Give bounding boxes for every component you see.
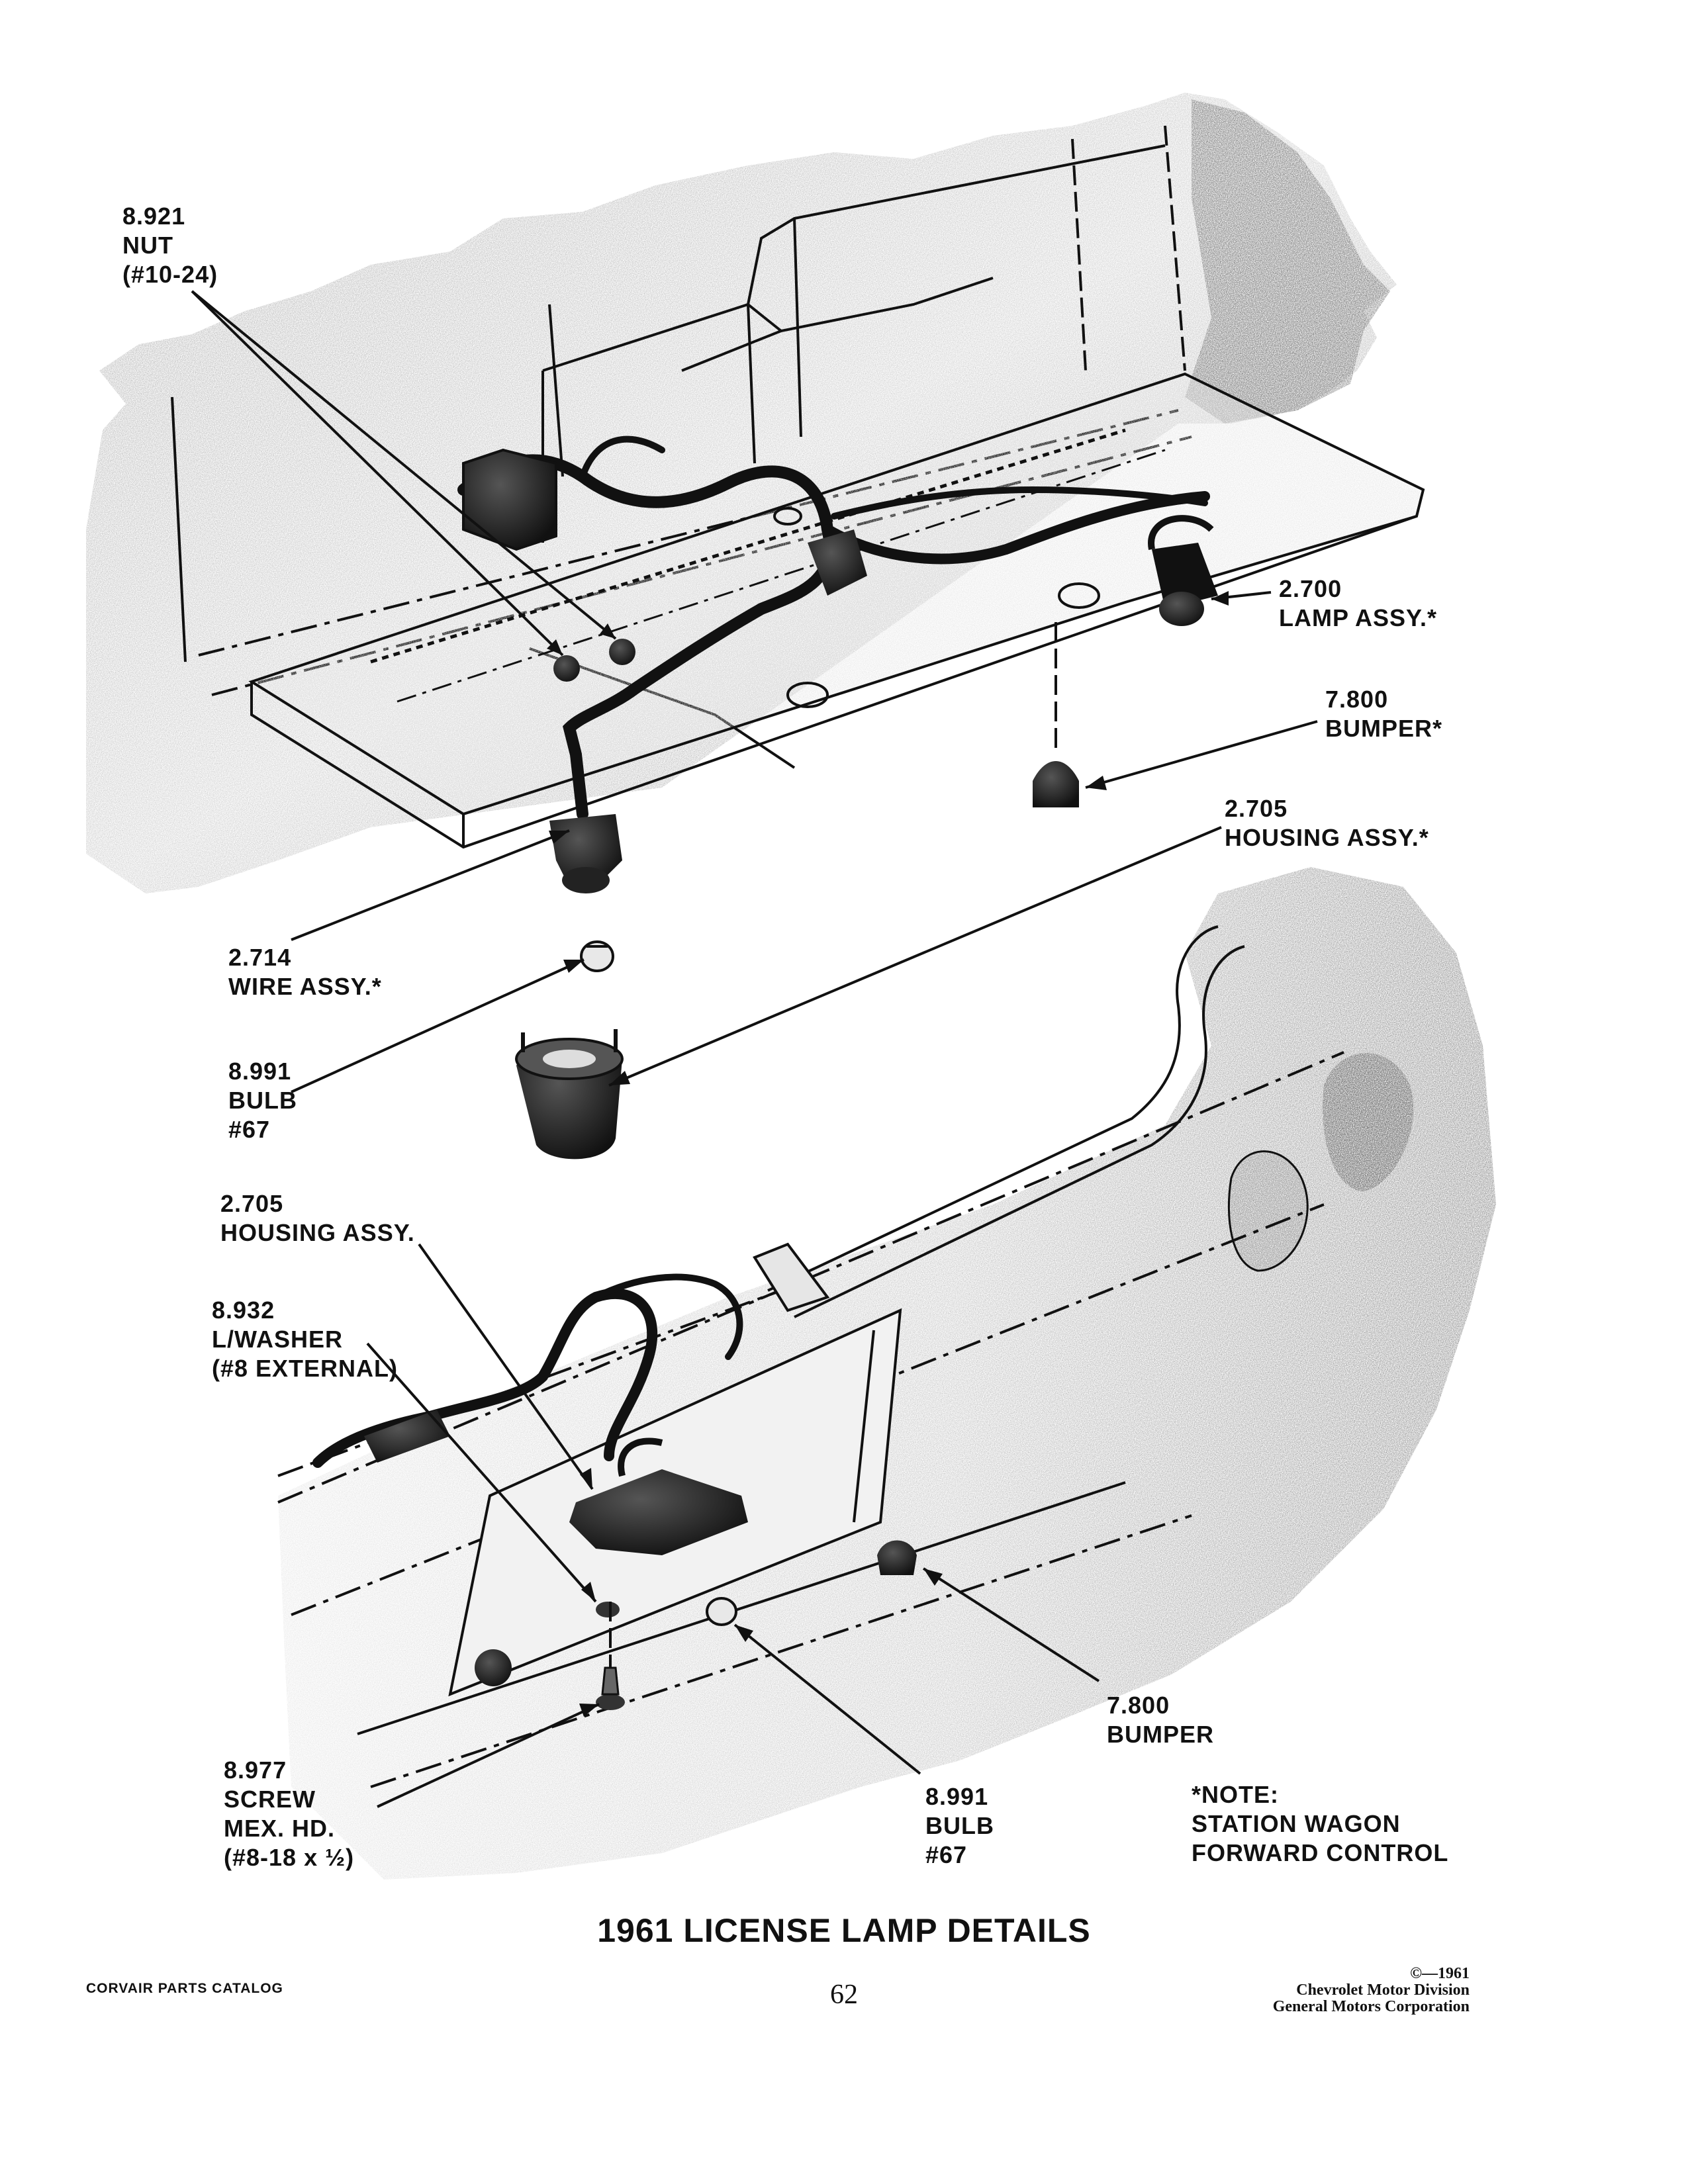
callout-wire-assy-name: WIRE ASSY.* <box>228 973 382 1000</box>
leader-lines <box>191 290 1318 1808</box>
bulb-lower-part <box>706 1597 737 1626</box>
callout-lamp-assy: 2.700 LAMP ASSY.* <box>1279 574 1437 633</box>
callout-nut: 8.921 NUT (#10-24) <box>122 202 218 289</box>
callout-housing-assy-lower: 2.705 HOUSING ASSY. <box>220 1189 415 1248</box>
callout-lock-washer: 8.932 L/WASHER (#8 EXTERNAL) <box>212 1296 398 1383</box>
callout-bumper-upper: 7.800 BUMPER* <box>1325 685 1442 743</box>
wire-assy-part <box>549 814 622 893</box>
callout-bumper-lower-part-no: 7.800 <box>1107 1692 1170 1719</box>
lower-bumper-part <box>877 1540 917 1575</box>
copyright-corporation: General Motors Corporation <box>1272 1998 1470 2015</box>
callout-bumper-upper-part-no: 7.800 <box>1325 686 1389 713</box>
callout-bulb-lower-spec: #67 <box>925 1841 968 1868</box>
callout-lock-washer-part-no: 8.932 <box>212 1297 275 1324</box>
callout-lock-washer-name: L/WASHER <box>212 1326 344 1353</box>
nut-pair <box>553 639 635 682</box>
housing-assy-upper-part <box>515 1029 624 1160</box>
note-block: *NOTE: STATION WAGON FORWARD CONTROL <box>1192 1780 1448 1868</box>
callout-bulb-lower-part-no: 8.991 <box>925 1783 989 1810</box>
lamp-assy-part <box>1148 515 1218 626</box>
callout-nut-name: NUT <box>122 232 173 259</box>
callout-lamp-assy-name: LAMP ASSY.* <box>1279 604 1438 631</box>
housing-assy-lower-part <box>569 1437 748 1555</box>
upper-shelf-holes <box>773 507 1100 708</box>
callout-wire-assy-part-no: 2.714 <box>228 944 292 971</box>
footer-catalog-name: CORVAIR PARTS CATALOG <box>86 1981 283 1996</box>
arrowheads <box>547 591 1229 1717</box>
note-line-2: FORWARD CONTROL <box>1192 1839 1449 1866</box>
upper-connector-clip <box>462 448 867 596</box>
footer-copyright: ©—1961 Chevrolet Motor Division General … <box>1273 1966 1470 2015</box>
callout-housing-assy-lower-name: HOUSING ASSY. <box>220 1219 415 1246</box>
callout-lamp-assy-part-no: 2.700 <box>1279 575 1342 602</box>
screw-part <box>596 1602 625 1710</box>
callout-wire-assy: 2.714 WIRE ASSY.* <box>228 943 382 1001</box>
callout-screw-part-no: 8.977 <box>224 1756 287 1784</box>
callout-housing-assy-upper-name: HOUSING ASSY.* <box>1225 824 1429 851</box>
callout-nut-part-no: 8.921 <box>122 203 186 230</box>
callout-bulb-upper: 8.991 BULB #67 <box>228 1057 297 1144</box>
callout-bulb-lower: 8.991 BULB #67 <box>925 1782 994 1870</box>
note-line-1: STATION WAGON <box>1192 1810 1401 1837</box>
copyright-year: ©—1961 <box>1410 1965 1470 1982</box>
callout-lock-washer-spec: (#8 EXTERNAL) <box>212 1355 399 1382</box>
bulb-upper-part <box>580 940 614 972</box>
upper-bumper-part <box>1033 622 1079 807</box>
page-number: 62 <box>830 1979 858 2010</box>
callout-screw-name: SCREW <box>224 1786 316 1813</box>
callout-bulb-upper-name: BULB <box>228 1087 297 1114</box>
lower-body-lines <box>277 925 1344 1788</box>
callout-screw-spec: (#8-18 x ½) <box>224 1844 355 1871</box>
callout-screw-head: MEX. HD. <box>224 1815 336 1842</box>
lower-connector-clip <box>364 1410 450 1463</box>
copyright-division: Chevrolet Motor Division <box>1296 1981 1470 1999</box>
callout-bulb-upper-part-no: 8.991 <box>228 1058 292 1085</box>
lock-washer-part <box>596 1602 620 1617</box>
callout-housing-assy-upper: 2.705 HOUSING ASSY.* <box>1225 794 1429 852</box>
page-title: 1961 LICENSE LAMP DETAILS <box>597 1912 1091 1949</box>
note-heading: *NOTE: <box>1192 1781 1279 1808</box>
callout-screw: 8.977 SCREW MEX. HD. (#8-18 x ½) <box>224 1756 354 1872</box>
callout-bulb-lower-name: BULB <box>925 1812 994 1839</box>
callout-bumper-lower-name: BUMPER <box>1107 1721 1215 1748</box>
callout-bumper-lower: 7.800 BUMPER <box>1107 1691 1214 1749</box>
callout-housing-assy-lower-part-no: 2.705 <box>220 1190 284 1217</box>
callout-bumper-upper-name: BUMPER* <box>1325 715 1443 742</box>
callout-housing-assy-upper-part-no: 2.705 <box>1225 795 1288 822</box>
callout-bulb-upper-spec: #67 <box>228 1116 271 1143</box>
callout-nut-spec: (#10-24) <box>122 261 218 288</box>
upper-wiring-harness <box>457 435 1210 820</box>
round-grommet <box>475 1649 512 1686</box>
